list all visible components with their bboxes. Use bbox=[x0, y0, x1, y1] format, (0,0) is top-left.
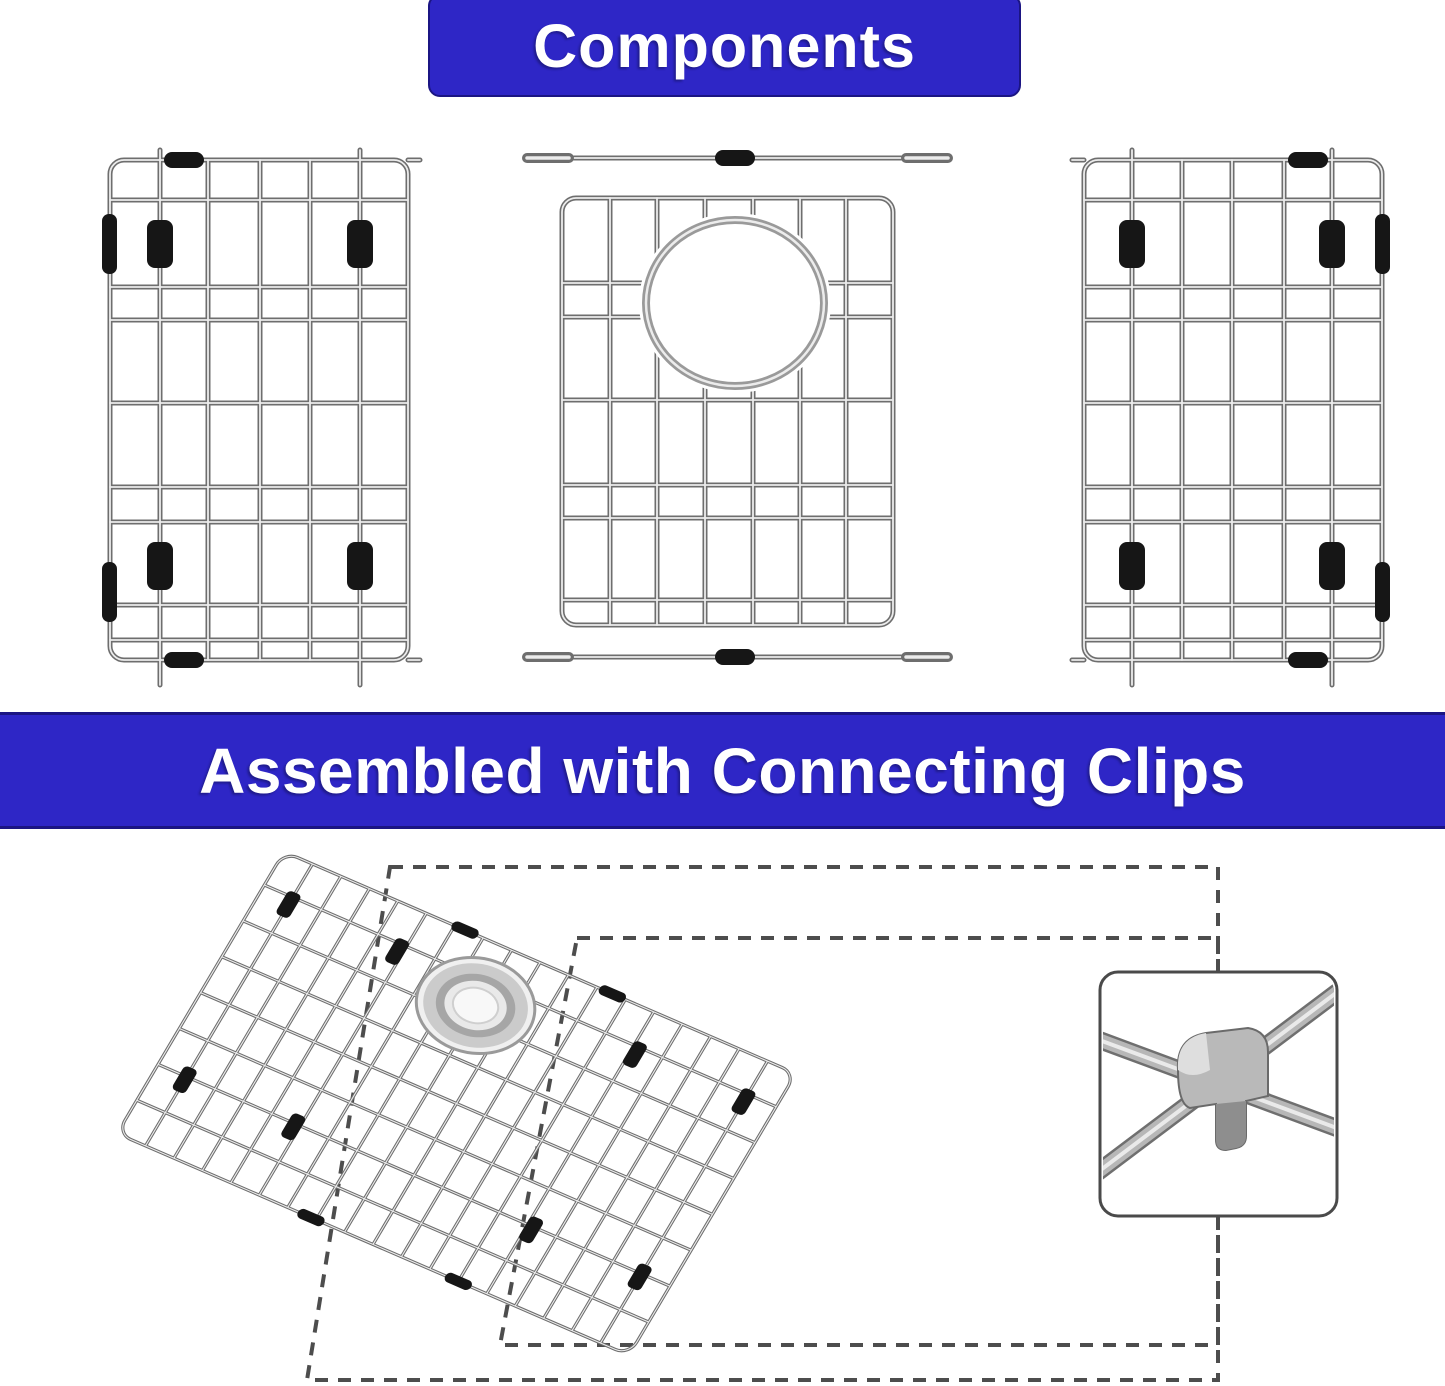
assembled-grid-rubber-feet bbox=[172, 891, 756, 1291]
assembled-banner-label: Assembled with Connecting Clips bbox=[199, 734, 1246, 807]
center-panel-clips bbox=[715, 150, 755, 665]
dashed-outline-outer bbox=[304, 865, 1220, 1382]
drain-hole-ring bbox=[639, 213, 831, 393]
components-banner: Components bbox=[428, 0, 1021, 97]
assembled-sink-grid bbox=[116, 850, 797, 1357]
center-sink-grid-panel bbox=[522, 150, 953, 665]
connector-clip-inset bbox=[1098, 970, 1339, 1218]
assembled-banner: Assembled with Connecting Clips bbox=[0, 712, 1445, 829]
drain-strainer bbox=[397, 940, 554, 1071]
sink-bowl-dashed-outlines bbox=[304, 865, 1220, 1382]
dashed-outline-inner bbox=[497, 936, 1220, 1347]
components-banner-label: Components bbox=[533, 11, 916, 80]
right-sink-grid-panel bbox=[1072, 150, 1390, 685]
connecting-clip-icon bbox=[1103, 981, 1334, 1184]
left-sink-grid-panel bbox=[102, 150, 420, 685]
